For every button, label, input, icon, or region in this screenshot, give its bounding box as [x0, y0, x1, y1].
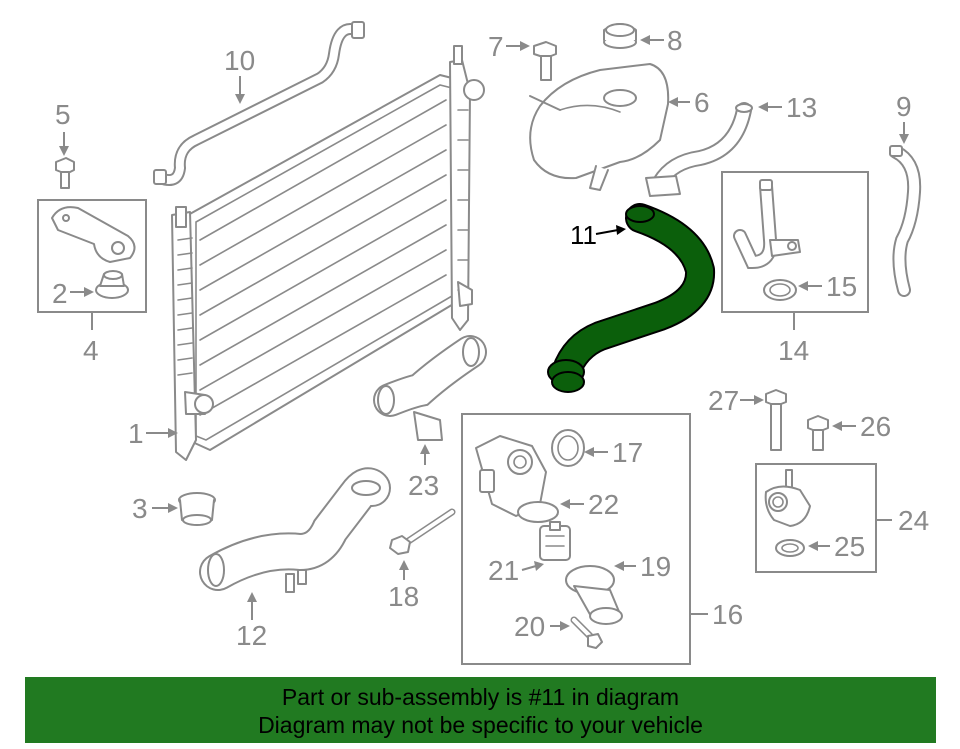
info-banner: Part or sub-assembly is #11 in diagram D… — [25, 677, 936, 743]
coolant-tube-part — [733, 179, 801, 270]
callout-24: 24 — [898, 505, 929, 536]
coolant-reservoir-part — [529, 63, 670, 191]
callout-11: 11 — [570, 220, 597, 250]
callout-18: 18 — [388, 581, 419, 612]
callout-8: 8 — [667, 25, 683, 56]
callout-10: 10 — [224, 45, 255, 76]
cap-8-part — [603, 23, 637, 49]
bolt-18-part — [389, 508, 456, 555]
callout-25: 25 — [834, 531, 865, 562]
callout-16: 16 — [712, 599, 743, 630]
overflow-hose-part — [153, 21, 365, 186]
callout-23: 23 — [408, 470, 439, 501]
gasket-22-part — [517, 501, 559, 523]
callout-13: 13 — [786, 92, 817, 123]
callout-27: 27 — [708, 385, 739, 416]
bolt-27-part — [765, 389, 787, 451]
hose-13-part — [645, 102, 753, 197]
insulator-3-part — [178, 492, 216, 526]
bolt-26-part — [807, 415, 829, 451]
radiator-part — [171, 45, 485, 461]
callout-1: 1 — [128, 418, 144, 449]
callout-21: 21 — [488, 555, 519, 586]
callout-4: 4 — [83, 335, 99, 366]
seal-25-part — [775, 539, 805, 557]
seal-17-part — [551, 429, 585, 467]
callout-22: 22 — [588, 489, 619, 520]
highlighted-hose-11-part — [547, 203, 716, 393]
bolt-5-part — [55, 157, 75, 189]
insulator-part — [95, 270, 129, 299]
callout-7: 7 — [488, 31, 504, 62]
callout-26: 26 — [860, 411, 891, 442]
callout-15: 15 — [826, 271, 857, 302]
callout-14: 14 — [778, 335, 809, 366]
banner-line-2: Diagram may not be specific to your vehi… — [258, 712, 703, 738]
callout-17: 17 — [612, 437, 643, 468]
hose-23-part — [373, 335, 487, 441]
callout-2: 2 — [52, 278, 68, 309]
water-outlet-19-part — [565, 565, 623, 625]
thermostat-kit-box — [461, 413, 691, 665]
callout-5: 5 — [55, 99, 71, 130]
o-ring-15-part — [763, 279, 797, 301]
outlet-kit-box — [755, 463, 877, 573]
banner-line-1: Part or sub-assembly is #11 in diagram — [281, 684, 680, 710]
callout-12: 12 — [236, 620, 267, 651]
hose-9-part — [889, 145, 922, 297]
bolt-7-part — [533, 41, 557, 81]
bracket-part — [51, 206, 136, 263]
callout-9: 9 — [896, 91, 912, 122]
bolt-20-part — [570, 616, 603, 649]
lower-hose-12-part — [199, 467, 391, 593]
callout-6: 6 — [694, 87, 710, 118]
thermostat-housing-part — [475, 435, 547, 517]
water-outlet-24-part — [764, 469, 811, 527]
callout-3: 3 — [132, 493, 148, 524]
callout-19: 19 — [640, 551, 671, 582]
thermostat-21-part — [539, 521, 571, 561]
callout-20: 20 — [514, 611, 545, 642]
